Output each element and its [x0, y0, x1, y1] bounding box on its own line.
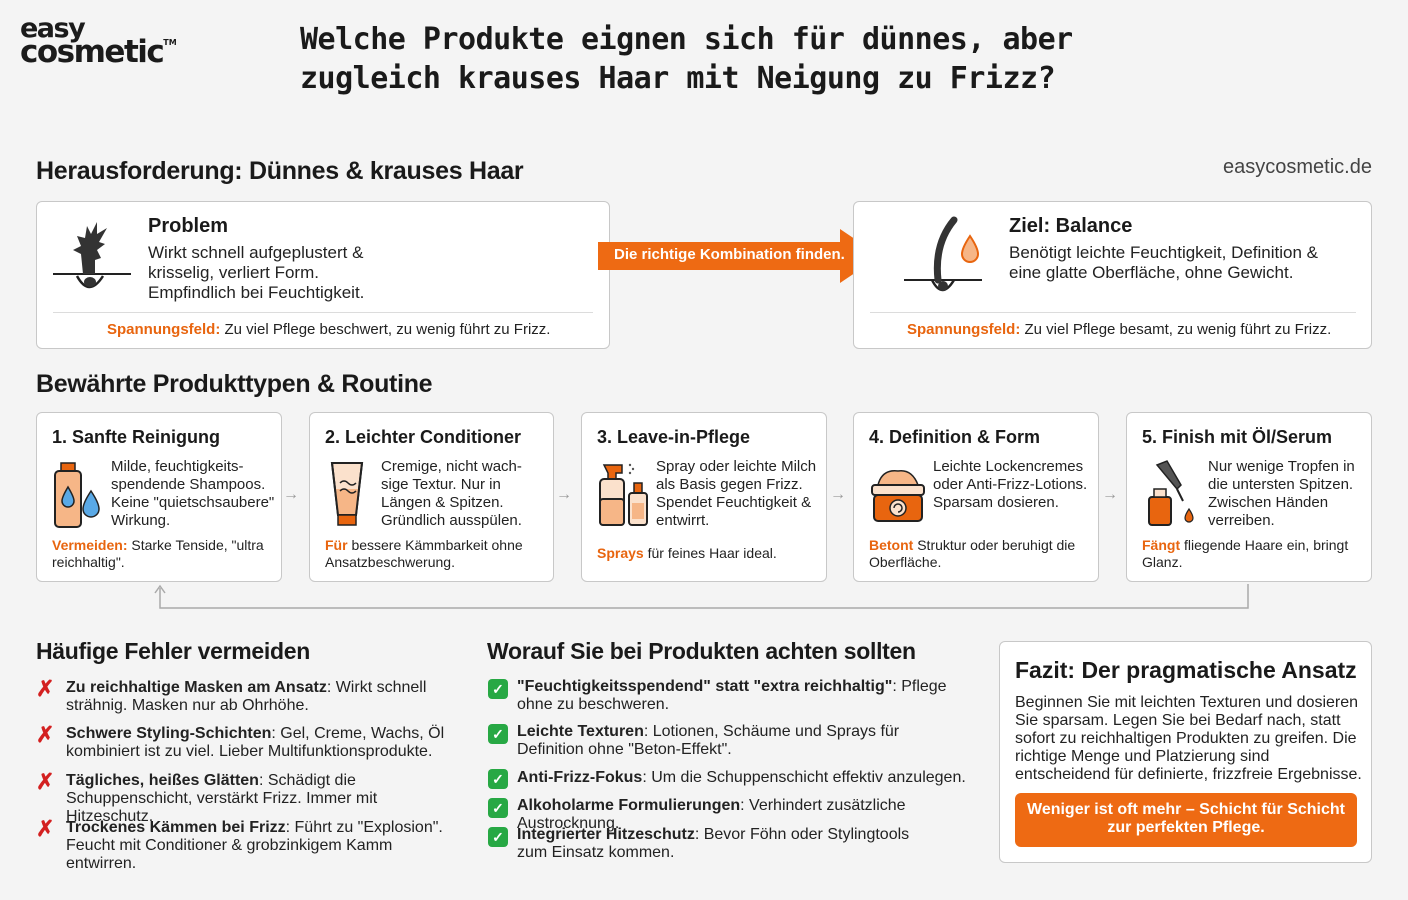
error-item: Zu reichhaltige Masken am Ansatz: Wirkt … — [66, 679, 427, 714]
cream-jar-icon — [868, 465, 928, 525]
check-icon: ✓ — [488, 769, 508, 789]
step-note: Sprays für feines Haar ideal. — [597, 545, 777, 561]
spray-bottle-icon — [596, 459, 656, 529]
cross-icon: ✗ — [36, 769, 55, 794]
conditioner-tube-icon — [328, 459, 368, 529]
step-note: Betont Struktur oder beruhigt die Oberfl… — [869, 537, 1076, 570]
error-item: Trockenes Kämmen bei Frizz: Führt zu "Ex… — [66, 819, 443, 872]
logo-line-2: cosmetic — [20, 34, 165, 71]
conclusion-title: Fazit: Der pragmatische Ansatz — [1015, 657, 1357, 683]
goal-title: Ziel: Balance — [1009, 215, 1133, 237]
tip-item: "Feuchtigkeitsspendend" statt "extra rei… — [517, 678, 947, 713]
goal-tension-note: Spannungsfeld: Zu viel Pflege besamt, zu… — [907, 321, 1332, 338]
challenge-heading: Herausforderung: Dünnes & krauses Haar — [36, 157, 524, 185]
combination-arrow-label: Die richtige Kombination finden. — [614, 246, 845, 263]
shampoo-bottle-icon — [51, 461, 107, 529]
tip-item: Alkoholarme Formulierungen: Verhindert z… — [517, 797, 906, 832]
step-title: 3. Leave-in-Pflege — [597, 427, 751, 447]
routine-step-3: 3. Leave-in-Pflege Spray oder leichte Mi… — [581, 412, 827, 582]
step-title: 2. Leichter Conditioner — [325, 427, 522, 447]
routine-heading: Bewährte Produkttypen & Routine — [36, 370, 433, 398]
cross-icon: ✗ — [36, 676, 55, 701]
step-text: Milde, feuchtigkeits-spendende Shampoos.… — [111, 458, 275, 529]
step-text: Cremige, nicht wach-sige Textur. Nur in … — [381, 458, 522, 529]
combination-arrow — [598, 229, 880, 283]
goal-card: Ziel: Balance Benötigt leichte Feuchtigk… — [853, 201, 1372, 349]
check-icon: ✓ — [488, 827, 508, 847]
step-note: Vermeiden: Starke Tenside, "ultra reichh… — [52, 537, 264, 570]
frizzy-hair-icon — [51, 214, 133, 300]
errors-heading: Häufige Fehler vermeiden — [36, 638, 310, 664]
problem-title: Problem — [148, 215, 229, 237]
check-icon: ✓ — [488, 679, 508, 699]
tips-heading: Worauf Sie bei Produkten achten sollten — [487, 638, 916, 664]
conclusion-banner: Weniger ist oft mehr – Schicht für Schic… — [1015, 793, 1357, 847]
logo-trademark: TM — [163, 38, 177, 48]
step-title: 5. Finish mit Öl/Serum — [1142, 427, 1333, 447]
problem-tension-note: Spannungsfeld: Zu viel Pflege beschwert,… — [107, 321, 551, 338]
problem-card: Problem Wirkt schnell aufgeplustert & kr… — [36, 201, 610, 349]
step-arrow-icon: → — [283, 486, 299, 503]
site-url: easycosmetic.de — [1223, 156, 1372, 178]
routine-step-2: 2. Leichter Conditioner Cremige, nicht w… — [309, 412, 554, 582]
step-note: Fängt fliegende Haare ein, bringt Glanz. — [1142, 537, 1349, 570]
error-item: Tägliches, heißes Glätten: Schädigt die … — [66, 772, 378, 825]
step-arrow-icon: → — [556, 486, 572, 503]
routine-step-4: 4. Definition & Form Leichte Lockencreme… — [853, 412, 1099, 582]
brand-logo: easy cosmeticTM — [20, 13, 177, 68]
error-item: Schwere Styling-Schichten: Gel, Creme, W… — [66, 725, 445, 760]
smooth-hair-drop-icon — [902, 214, 992, 300]
problem-text: Wirkt schnell aufgeplustert & krisselig,… — [148, 243, 365, 302]
page-title: Welche Produkte eignen sich für dünnes, … — [300, 22, 1073, 96]
dropper-bottle-icon — [1141, 459, 1199, 529]
divider — [53, 312, 593, 313]
routine-step-5: 5. Finish mit Öl/Serum Nur wenige Tropfe… — [1126, 412, 1372, 582]
tip-item: Leichte Texturen: Lotionen, Schäume und … — [517, 723, 900, 758]
tip-item: Anti-Frizz-Fokus: Um die Schuppenschicht… — [517, 769, 966, 786]
tip-item: Integrierter Hitzeschutz: Bevor Föhn ode… — [517, 826, 910, 861]
logo-line-1: easy — [20, 13, 86, 44]
step-text: Leichte Lockencremes oder Anti-Frizz-Lot… — [933, 458, 1088, 511]
cross-icon: ✗ — [36, 722, 55, 747]
check-icon: ✓ — [488, 724, 508, 744]
step-arrow-icon: → — [1102, 486, 1118, 503]
step-text: Spray oder leichte Milch als Basis gegen… — [656, 458, 817, 529]
step-title: 4. Definition & Form — [869, 427, 1040, 447]
conclusion-text: Beginnen Sie mit leichten Texturen und d… — [1015, 694, 1362, 783]
step-title: 1. Sanfte Reinigung — [52, 427, 221, 447]
check-icon: ✓ — [488, 798, 508, 818]
cross-icon: ✗ — [36, 816, 55, 841]
step-arrow-icon: → — [830, 486, 846, 503]
step-text: Nur wenige Tropfen in die untersten Spit… — [1208, 458, 1355, 529]
routine-loop-arrow — [150, 582, 1260, 612]
goal-text: Benötigt leichte Feuchtigkeit, Definitio… — [1009, 243, 1319, 282]
step-note: Für bessere Kämmbarkeit ohne Ansatzbesch… — [325, 537, 523, 570]
routine-step-1: 1. Sanfte Reinigung Milde, feuchtigkeits… — [36, 412, 282, 582]
divider — [870, 312, 1356, 313]
